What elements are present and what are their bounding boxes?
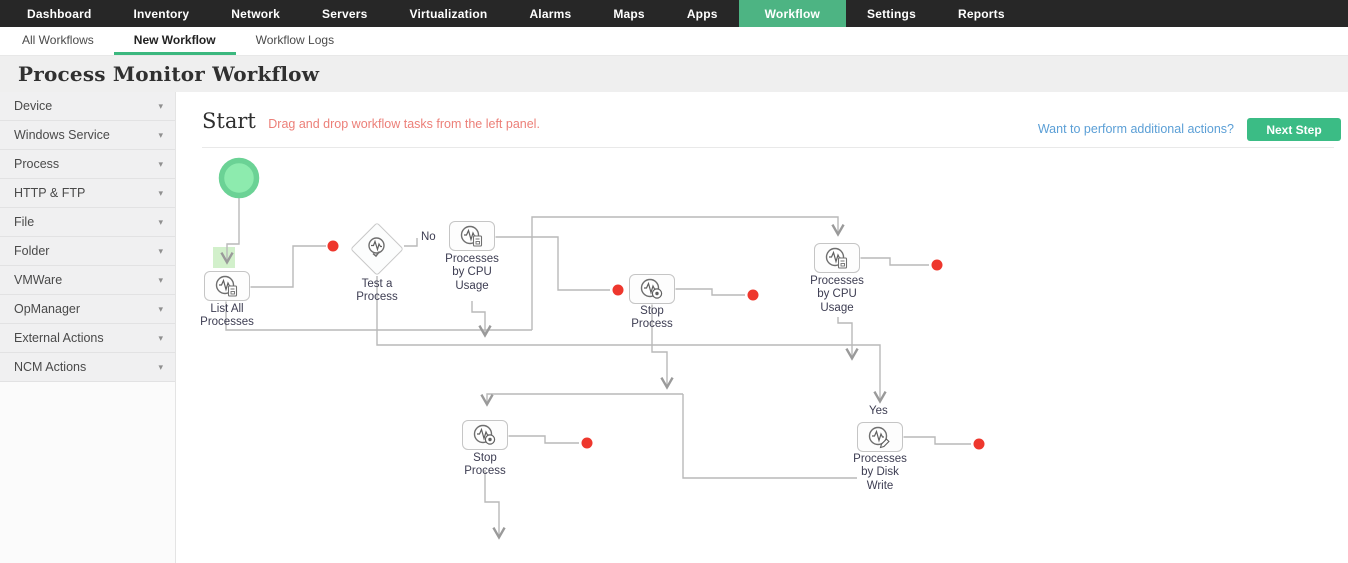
sidebar-item-process[interactable]: Process▾ xyxy=(0,150,175,179)
connector-endpoint-dot[interactable] xyxy=(612,284,624,296)
sidebar-item-device[interactable]: Device▾ xyxy=(0,92,175,121)
chevron-down-icon: ▾ xyxy=(158,303,163,314)
nav-item-maps[interactable]: Maps xyxy=(613,6,645,21)
chevron-down-icon: ▾ xyxy=(158,361,163,372)
drag-drop-hint: Drag and drop workflow tasks from the le… xyxy=(268,117,540,131)
canvas-header: Start Drag and drop workflow tasks from … xyxy=(176,92,1348,148)
process-monitor-stop-icon xyxy=(640,278,663,299)
node-label: Processes by CPU Usage xyxy=(445,253,499,292)
chevron-down-icon: ▾ xyxy=(158,158,163,169)
tab-all-workflows[interactable]: All Workflows xyxy=(22,32,94,47)
nav-item-dashboard[interactable]: Dashboard xyxy=(27,6,92,21)
chevron-down-icon: ▾ xyxy=(158,216,163,227)
node-label: Test a Process xyxy=(356,278,398,304)
chevron-down-icon: ▾ xyxy=(158,187,163,198)
node-label: Stop Process xyxy=(464,452,506,478)
branch-label-yes: Yes xyxy=(869,405,888,417)
connector-endpoint-dot[interactable] xyxy=(973,438,985,450)
connector-endpoint-dot[interactable] xyxy=(931,259,943,271)
sidebar-item-http-ftp[interactable]: HTTP & FTP▾ xyxy=(0,179,175,208)
nav-item-reports[interactable]: Reports xyxy=(957,6,1005,21)
process-monitor-list-icon xyxy=(215,275,238,297)
additional-actions-link[interactable]: Want to perform additional actions? xyxy=(1037,122,1234,136)
chevron-down-icon: ▾ xyxy=(158,274,163,285)
node-label: List All Processes xyxy=(200,303,254,329)
connector-endpoint-dot[interactable] xyxy=(327,240,339,252)
sidebar-item-folder[interactable]: Folder▾ xyxy=(0,237,175,266)
tab-new-workflow[interactable]: New Workflow xyxy=(113,27,236,55)
chevron-down-icon: ▾ xyxy=(158,332,163,343)
page-title: Process Monitor Workflow xyxy=(18,62,320,86)
nav-item-settings[interactable]: Settings xyxy=(867,6,916,21)
nav-item-workflow[interactable]: Workflow xyxy=(738,0,847,27)
process-monitor-list-icon xyxy=(825,247,848,269)
start-node[interactable] xyxy=(218,157,260,199)
task-node-stop-process-2[interactable] xyxy=(462,420,508,450)
sidebar-item-file[interactable]: File▾ xyxy=(0,208,175,237)
top-navigation: Dashboard Inventory Network Servers Virt… xyxy=(0,0,1348,27)
task-node-processes-by-disk-write[interactable] xyxy=(857,422,903,452)
branch-label-no: No xyxy=(421,231,436,243)
nav-item-alarms[interactable]: Alarms xyxy=(529,6,572,21)
process-monitor-pencil-icon xyxy=(868,426,890,449)
nav-item-virtualization[interactable]: Virtualization xyxy=(409,6,488,21)
task-palette-sidebar: Device▾ Windows Service▾ Process▾ HTTP &… xyxy=(0,92,176,563)
chevron-down-icon: ▾ xyxy=(158,100,163,111)
sidebar-item-ncm-actions[interactable]: NCM Actions▾ xyxy=(0,353,175,382)
sidebar-item-windows-service[interactable]: Windows Service▾ xyxy=(0,121,175,150)
next-step-button[interactable]: Next Step xyxy=(1247,118,1341,141)
canvas-header-divider xyxy=(202,147,1334,148)
nav-item-network[interactable]: Network xyxy=(231,6,281,21)
task-node-processes-by-cpu-usage-1[interactable] xyxy=(449,221,495,251)
node-label: Processes by CPU Usage xyxy=(810,275,864,314)
sidebar-item-opmanager[interactable]: OpManager▾ xyxy=(0,295,175,324)
connector-endpoint-dot[interactable] xyxy=(581,437,593,449)
connector-endpoint-dot[interactable] xyxy=(747,289,759,301)
task-node-stop-process-1[interactable] xyxy=(629,274,675,304)
chevron-down-icon: ▾ xyxy=(158,245,163,256)
nav-item-servers[interactable]: Servers xyxy=(322,6,368,21)
workflow-tabbar: All Workflows New Workflow Workflow Logs xyxy=(0,27,1348,56)
process-monitor-check-icon xyxy=(368,237,385,258)
start-heading: Start xyxy=(202,109,256,133)
task-node-processes-by-cpu-usage-2[interactable] xyxy=(814,243,860,273)
task-node-list-all-processes[interactable] xyxy=(204,271,250,301)
title-bar: Process Monitor Workflow xyxy=(0,56,1348,92)
process-monitor-list-icon xyxy=(460,225,483,247)
sidebar-item-vmware[interactable]: VMWare▾ xyxy=(0,266,175,295)
chevron-down-icon: ▾ xyxy=(158,129,163,140)
nav-item-apps[interactable]: Apps xyxy=(686,6,718,21)
nav-item-inventory[interactable]: Inventory xyxy=(133,6,190,21)
tab-workflow-logs[interactable]: Workflow Logs xyxy=(255,32,335,47)
node-label: Processes by Disk Write xyxy=(853,453,907,492)
node-label: Stop Process xyxy=(631,305,673,331)
process-monitor-stop-icon xyxy=(473,424,496,445)
sidebar-item-external-actions[interactable]: External Actions▾ xyxy=(0,324,175,353)
